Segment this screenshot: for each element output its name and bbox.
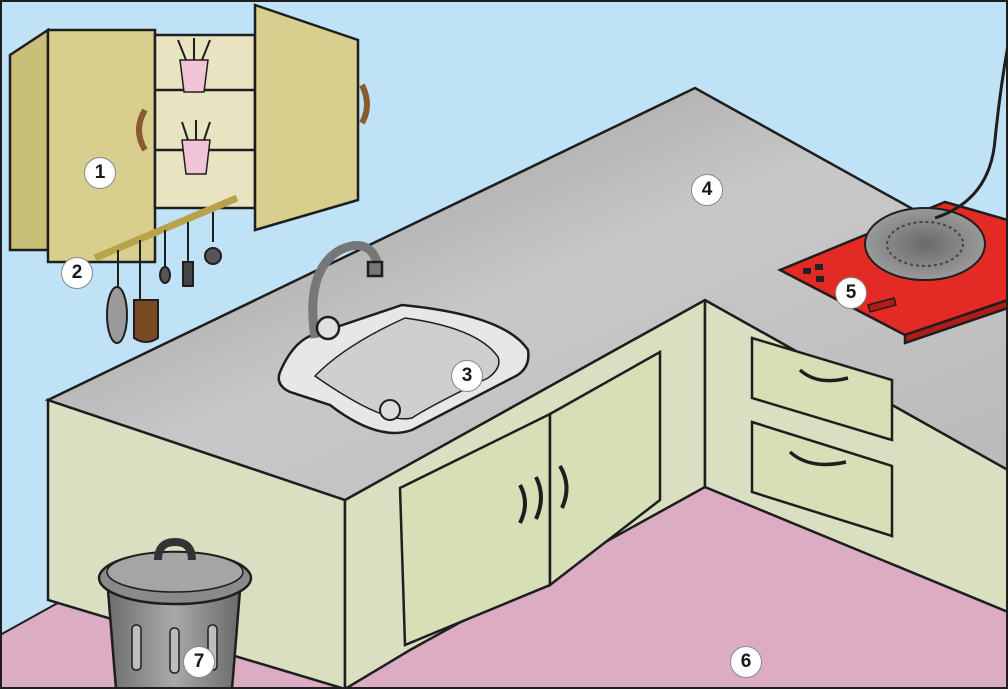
- callout-3: 3: [451, 360, 483, 392]
- trash-bin: [99, 542, 251, 689]
- callout-6: 6: [730, 646, 762, 678]
- callout-1: 1: [84, 157, 116, 189]
- callout-2: 2: [61, 257, 93, 289]
- callout-7: 7: [183, 646, 215, 678]
- callout-5: 5: [835, 277, 867, 309]
- callout-4: 4: [691, 174, 723, 206]
